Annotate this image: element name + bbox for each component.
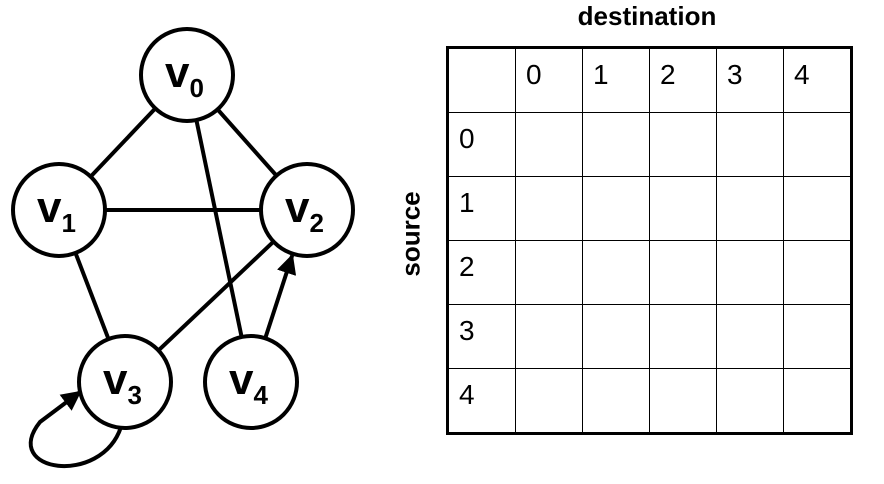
matrix-cell xyxy=(783,240,852,305)
source-axis-label: source xyxy=(395,191,426,277)
matrix-cell xyxy=(649,368,717,434)
edge-v0-v1 xyxy=(89,107,157,178)
corner-cell xyxy=(447,47,516,113)
matrix-cell xyxy=(649,176,717,241)
node-label: v0 xyxy=(165,48,204,103)
table-row: 2 xyxy=(447,240,852,305)
column-header-cell: 0 xyxy=(515,47,583,113)
row-header-cell: 2 xyxy=(447,240,516,305)
row-header-cell: 3 xyxy=(447,304,516,369)
node-v3: v3 xyxy=(77,334,173,430)
table-row: 3 xyxy=(447,304,852,369)
node-circle xyxy=(11,162,107,258)
matrix-cell xyxy=(582,176,650,241)
matrix-cell xyxy=(582,368,650,434)
matrix-cell xyxy=(649,304,717,369)
column-header-cell: 3 xyxy=(716,47,784,113)
matrix-cell xyxy=(649,240,717,305)
edge-v3-v2 xyxy=(157,240,275,352)
header-row: 0 1 2 3 4 xyxy=(447,47,852,113)
matrix-cell xyxy=(515,240,583,305)
destination-axis-label: destination xyxy=(577,1,717,31)
matrix-cell xyxy=(515,176,583,241)
node-circle xyxy=(77,334,173,430)
node-label: v2 xyxy=(285,183,324,238)
table-row: 4 xyxy=(447,368,852,434)
node-circle xyxy=(203,334,299,430)
node-label: v4 xyxy=(229,355,268,410)
row-header-cell: 1 xyxy=(447,176,516,241)
node-circle xyxy=(139,27,235,123)
table-row: 1 xyxy=(447,176,852,241)
matrix-cell xyxy=(582,240,650,305)
matrix-cell xyxy=(716,176,784,241)
edge-v4-v2 xyxy=(263,253,297,339)
column-header-cell: 1 xyxy=(582,47,650,113)
matrix-cell xyxy=(515,112,583,177)
matrix-cell xyxy=(582,112,650,177)
matrix-cell xyxy=(515,368,583,434)
graph-diagram: v0 v1 v2 v3 v4 xyxy=(11,27,355,469)
node-label: v3 xyxy=(103,355,142,410)
matrix-cell xyxy=(716,368,784,434)
node-label: v1 xyxy=(37,183,76,238)
matrix-cell xyxy=(783,112,852,177)
edge-v1-v3 xyxy=(73,252,111,340)
table-row: 0 xyxy=(447,112,852,177)
matrix-cell xyxy=(582,304,650,369)
row-header-cell: 0 xyxy=(447,112,516,177)
matrix-cell xyxy=(515,304,583,369)
matrix-cell xyxy=(783,176,852,241)
column-header-cell: 4 xyxy=(783,47,852,113)
node-v4: v4 xyxy=(203,334,299,430)
edge-v0-v4 xyxy=(194,119,244,338)
matrix-cell xyxy=(716,240,784,305)
matrix-cell xyxy=(783,368,852,434)
matrix-cell xyxy=(649,112,717,177)
edge-v0-v2 xyxy=(216,108,278,177)
node-v2: v2 xyxy=(259,162,355,258)
node-v0: v0 xyxy=(139,27,235,123)
matrix-cell xyxy=(716,112,784,177)
node-v1: v1 xyxy=(11,162,107,258)
self-loop-edge-v3 xyxy=(28,390,123,469)
row-header-cell: 4 xyxy=(447,368,516,434)
matrix-cell xyxy=(716,304,784,369)
matrix-cell xyxy=(783,304,852,369)
adjacency-matrix-table: 0 1 2 3 4 0 1 2 3 4 xyxy=(446,46,853,435)
node-circle xyxy=(259,162,355,258)
column-header-cell: 2 xyxy=(649,47,717,113)
